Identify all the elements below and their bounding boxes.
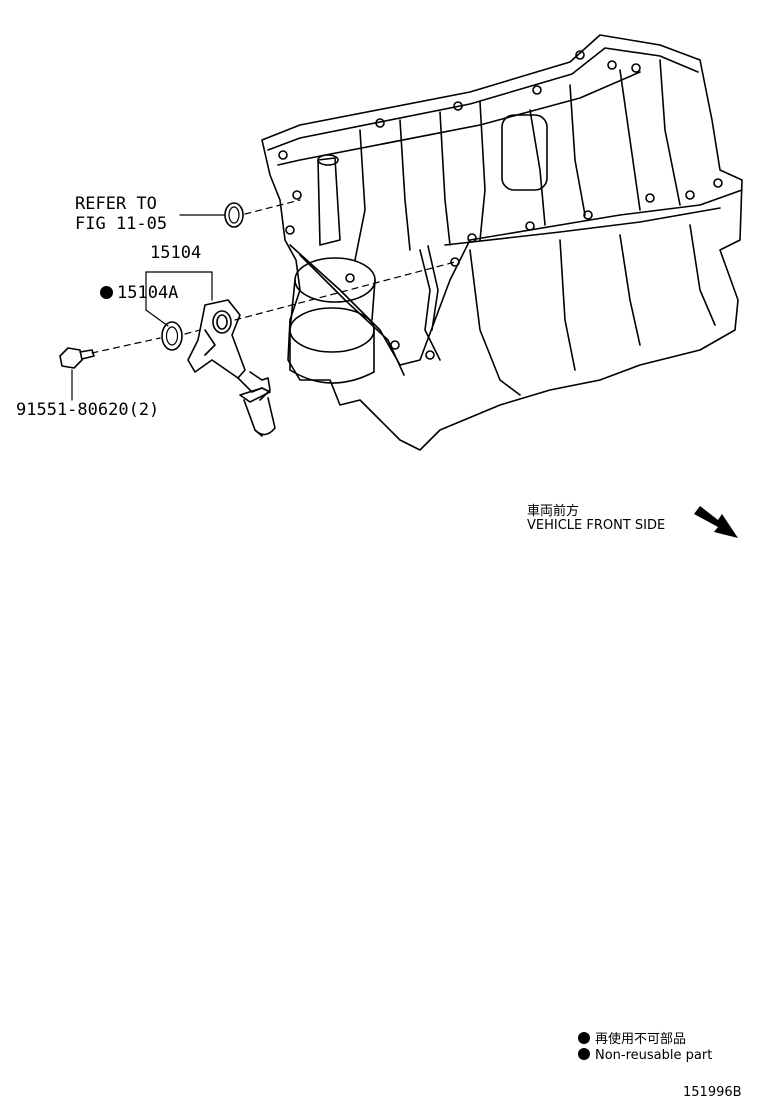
legend-jp-text: 再使用不可部品 <box>595 1032 687 1047</box>
diagram-id: 151996B <box>683 1085 742 1100</box>
part-number-15104a: 15104A <box>100 283 178 303</box>
oil-strainer <box>187 299 276 437</box>
refer-label-line2: FIG 11-05 <box>75 214 168 234</box>
legend-dot-icon <box>578 1032 590 1044</box>
legend-en-text: Non-reusable part <box>595 1048 713 1063</box>
engine-block <box>261 34 743 451</box>
o-ring-upper <box>224 202 244 228</box>
non-reusable-dot-icon <box>100 286 113 299</box>
bolt <box>59 347 95 369</box>
front-arrow <box>694 506 738 538</box>
gasket-ring-inner <box>165 326 179 346</box>
legend-en: Non-reusable part <box>578 1048 712 1063</box>
part-number-15104a-text: 15104A <box>117 283 179 303</box>
leader-lines <box>91 199 456 354</box>
callout-lines <box>71 214 225 401</box>
legend-jp: 再使用不可部品 <box>578 1028 686 1047</box>
legend-dot-icon <box>578 1048 590 1060</box>
o-ring-upper-inner <box>228 206 240 224</box>
part-number-15104: 15104 <box>150 243 202 263</box>
part-number-bolt: 91551-80620(2) <box>16 400 160 420</box>
direction-label-en: VEHICLE FRONT SIDE <box>527 518 666 533</box>
gasket-ring <box>161 321 183 351</box>
direction-label-jp: 車両前方 <box>527 504 580 519</box>
filter-housing <box>289 154 376 384</box>
refer-label-line1: REFER TO <box>75 194 157 214</box>
